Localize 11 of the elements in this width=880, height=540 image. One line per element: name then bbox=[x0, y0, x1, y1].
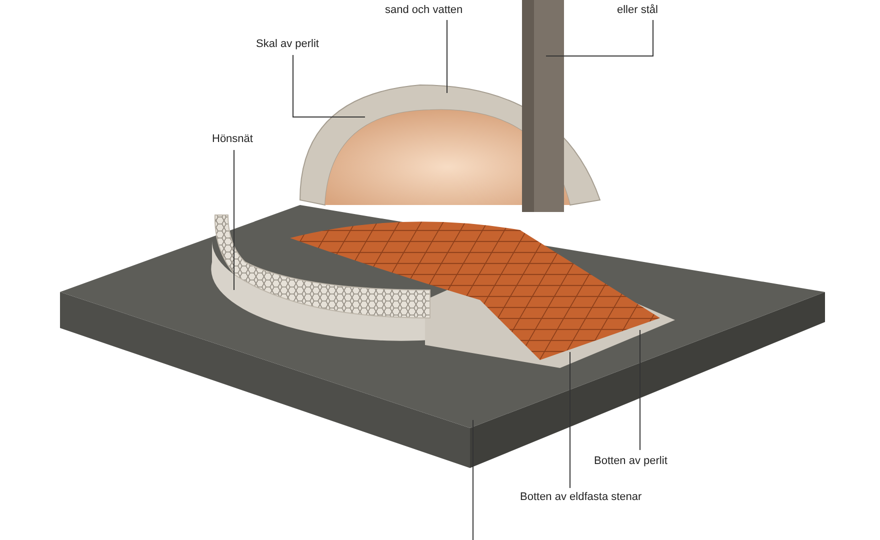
part-label: sand och vatten bbox=[385, 4, 463, 16]
leader-line bbox=[292, 54, 366, 118]
leader-line bbox=[472, 420, 474, 540]
oven-part-drawing bbox=[522, 0, 564, 212]
part-label: Hönsnät bbox=[212, 133, 253, 145]
part-label: Botten av perlit bbox=[594, 455, 668, 467]
part-label: eller stål bbox=[617, 4, 658, 16]
leader-line bbox=[546, 20, 654, 56]
part-label: Skal av perlit bbox=[256, 38, 319, 50]
part-label: Botten av eldfasta stenar bbox=[520, 491, 642, 503]
leader-line bbox=[446, 20, 448, 94]
